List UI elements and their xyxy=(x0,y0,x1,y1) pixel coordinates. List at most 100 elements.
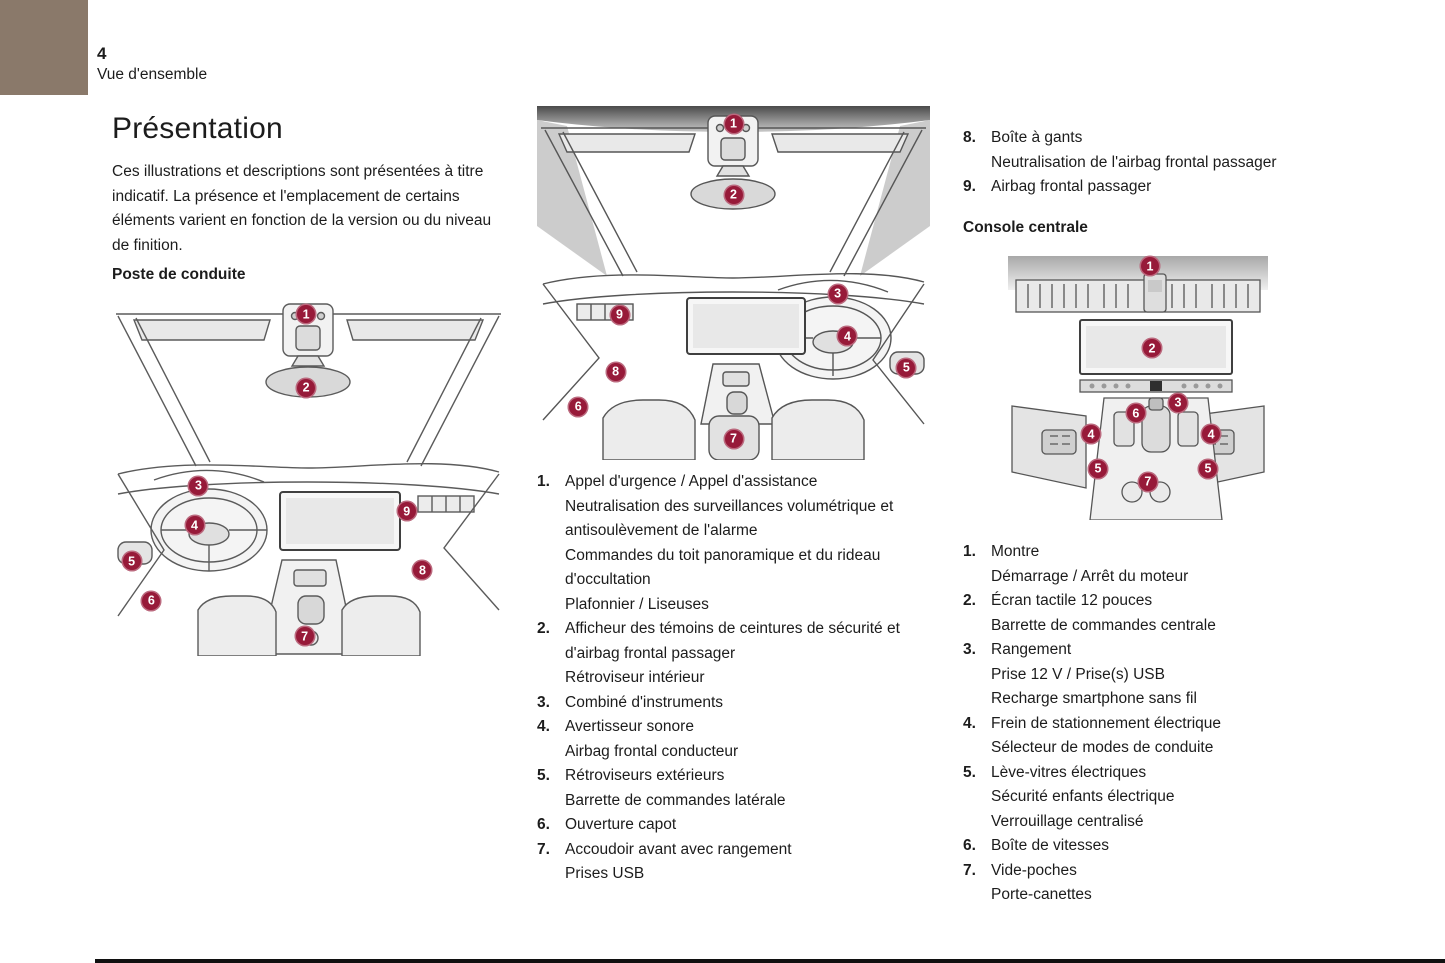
list-item-line: Montre xyxy=(991,543,1040,560)
page-number: 4 xyxy=(97,44,107,63)
list-item-line: Airbag frontal conducteur xyxy=(565,742,739,760)
callout-badge-2: 2 xyxy=(295,377,317,398)
callout-badge-3: 3 xyxy=(1167,392,1189,414)
list-item-line: Frein de stationnement électrique xyxy=(991,714,1222,732)
intro-paragraph: Ces illustrations et descriptions sont p… xyxy=(112,163,492,254)
callout-badge-9: 9 xyxy=(609,304,631,326)
list-item-number: 4. xyxy=(537,718,550,735)
list-item: 6.Ouverture capot xyxy=(537,813,937,838)
list-item-line: Boîte à gants xyxy=(991,129,1083,146)
list-item-line: Sécurité enfants électrique xyxy=(991,788,1175,805)
callout-badge-8: 8 xyxy=(605,361,627,382)
callout-badge-4: 4 xyxy=(836,325,858,347)
callout-badge-1: 1 xyxy=(723,113,744,135)
figure-heading-console: Console centrale xyxy=(963,219,1088,236)
list-item-line: Sélecteur de modes de conduite xyxy=(991,739,1214,756)
list-item-line: Vide-poches xyxy=(991,861,1077,879)
callout-badge-8: 8 xyxy=(411,559,433,581)
callout-badge-7: 7 xyxy=(294,625,316,647)
list-item-line: Démarrage / Arrêt du moteur xyxy=(991,567,1189,585)
list-item-line: Recharge smartphone sans fil xyxy=(991,690,1197,707)
list-item-number: 8. xyxy=(963,129,976,146)
list-item-line: Afficheur des témoins de ceintures de sé… xyxy=(565,620,900,662)
list-item-line: Neutralisation des surveillances volumét… xyxy=(565,497,894,540)
callout-badge-9: 9 xyxy=(396,500,418,522)
section-title: Vue d'ensemble xyxy=(97,66,208,83)
list-item-line: Combiné d'instruments xyxy=(565,693,724,711)
list-item-line: Accoudoir avant avec rangement xyxy=(565,840,792,858)
list-item: 6. Boîte de vitesses xyxy=(963,834,1361,859)
callout-badge-6: 6 xyxy=(1125,402,1147,424)
list-item: 2. Afficheur des témoins de ceintures de … xyxy=(537,617,937,691)
callout-badge-7: 7 xyxy=(1137,471,1159,493)
list-item-number: 3. xyxy=(963,641,976,658)
list-item-number: 1. xyxy=(537,473,550,490)
list-item-text: Airbag frontal passager xyxy=(991,175,1361,200)
list-item-number: 9. xyxy=(963,178,976,195)
callout-badge-3: 3 xyxy=(827,283,849,305)
list-item-text: Afficheur des témoins de ceintures de sé… xyxy=(565,617,937,691)
list-item-text: Combiné d'instruments xyxy=(565,691,937,716)
list-item-line: Porte-canettes xyxy=(991,886,1092,903)
page-title: Présentation xyxy=(112,112,283,145)
list-item: 9. Airbag frontal passager xyxy=(963,175,1361,200)
list-item-line: Plafonnier / Liseuses xyxy=(565,595,709,613)
list-item-line: Rétroviseurs extérieurs xyxy=(565,767,725,784)
dashboard-middle-illustration xyxy=(537,106,930,460)
list-item-number: 3. xyxy=(537,693,550,711)
list-item-number: 2. xyxy=(537,620,550,637)
list-item-line: Lève-vitres électriques xyxy=(991,763,1147,781)
callout-badge-4: 4 xyxy=(1200,423,1222,445)
list-item-line: Prises USB xyxy=(565,865,645,882)
list-item-line: Avertisseur sonore xyxy=(565,718,694,735)
list-item-line: Barrette de commandes centrale xyxy=(991,616,1216,634)
list-item-line: Boîte de vitesses xyxy=(991,837,1110,854)
list-item-line: Rétroviseur intérieur xyxy=(565,669,705,686)
callout-badge-5: 5 xyxy=(1087,458,1109,480)
list-item-line: Prise 12 V / Prise(s) USB xyxy=(991,665,1165,683)
callout-badge-4: 4 xyxy=(1080,423,1102,445)
list-item-number: 7. xyxy=(537,840,550,858)
callout-badge-4: 4 xyxy=(184,514,206,536)
list-item-number: 2. xyxy=(963,592,976,609)
list-item-line: Rangement xyxy=(991,641,1072,658)
callout-badge-2: 2 xyxy=(1141,337,1163,359)
callout-badge-5: 5 xyxy=(895,357,917,379)
list-item-number: 5. xyxy=(963,763,976,781)
callout-badge-5: 5 xyxy=(121,550,143,572)
list-item-number: 4. xyxy=(963,714,976,732)
callout-badge-5: 5 xyxy=(1197,458,1219,480)
list-item-line: Barrette de commandes latérale xyxy=(565,791,786,809)
list-item-number: 6. xyxy=(963,837,976,854)
list-item: 3. Combiné d'instruments xyxy=(537,691,937,716)
list-item-line: Écran tactile 12 pouces xyxy=(991,592,1153,609)
list-item-line: Appel d'urgence / Appel d'assistance xyxy=(565,473,818,490)
callout-badge-2: 2 xyxy=(723,184,744,205)
callout-badge-1: 1 xyxy=(295,303,317,325)
list-item-text: Boîte de vitesses xyxy=(991,834,1361,859)
callout-badge-6: 6 xyxy=(140,590,162,611)
list-item-line: Airbag frontal passager xyxy=(991,178,1152,195)
